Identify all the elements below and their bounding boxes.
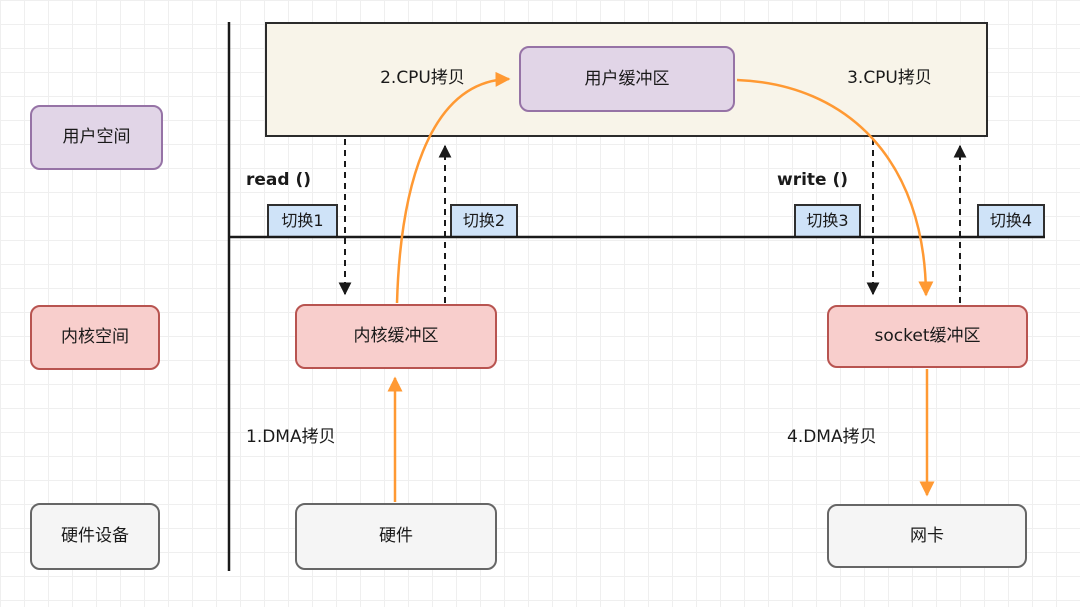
lane-label-user-space-text: 用户空间 [62, 127, 131, 148]
context-switch-4-text: 切换4 [989, 211, 1033, 231]
lane-label-user-space: 用户空间 [30, 105, 163, 170]
kernel-buffer-text: 内核缓冲区 [353, 326, 439, 347]
lane-label-kernel-space-text: 内核空间 [61, 327, 129, 348]
write-syscall-label: write () [777, 170, 849, 190]
hardware-box: 硬件 [295, 503, 497, 570]
context-switch-4: 切换4 [977, 204, 1045, 238]
context-switch-2: 切换2 [450, 204, 518, 238]
socket-buffer-text: socket缓冲区 [874, 326, 981, 347]
cpu-copy-2-label: 2.CPU拷贝 [380, 68, 465, 88]
nic-box: 网卡 [827, 504, 1027, 568]
context-switch-2-text: 切换2 [462, 211, 506, 231]
dma-copy-4-label: 4.DMA拷贝 [787, 427, 877, 447]
lane-label-kernel-space: 内核空间 [30, 305, 160, 370]
dma-copy-1-label: 1.DMA拷贝 [246, 427, 336, 447]
context-switch-3-text: 切换3 [806, 211, 849, 231]
socket-buffer-box: socket缓冲区 [827, 305, 1028, 368]
lane-label-hardware-device: 硬件设备 [30, 503, 160, 570]
lane-label-hardware-device-text: 硬件设备 [61, 526, 129, 547]
context-switch-1: 切换1 [267, 204, 338, 238]
hardware-text: 硬件 [379, 526, 413, 547]
context-switch-3: 切换3 [794, 204, 861, 238]
user-buffer-text: 用户缓冲区 [584, 68, 670, 89]
user-buffer-box: 用户缓冲区 [519, 46, 735, 112]
context-switch-1-text: 切换1 [281, 211, 324, 231]
nic-text: 网卡 [910, 525, 944, 546]
kernel-buffer-box: 内核缓冲区 [295, 304, 497, 369]
read-syscall-label: read () [246, 170, 312, 190]
cpu-copy-3-label: 3.CPU拷贝 [847, 68, 932, 88]
